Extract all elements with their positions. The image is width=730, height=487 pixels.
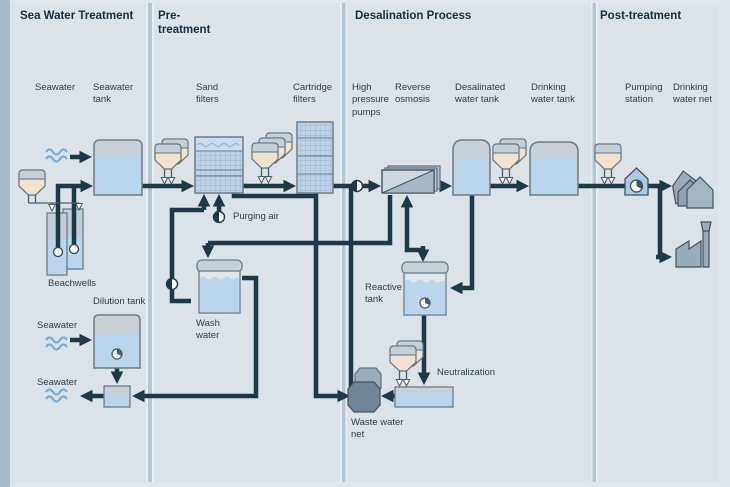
factory-icon — [675, 221, 712, 268]
label-wash-water: Wash water — [196, 318, 220, 342]
pipe-network — [56, 150, 673, 403]
dilution-tank-mixer-icon — [111, 348, 123, 360]
reactive-tank-mixer-icon — [419, 297, 431, 309]
dosing-hopper-beachwells — [18, 169, 83, 212]
label-neutralization: Neutralization — [437, 367, 496, 378]
seawater-wave-icon — [44, 388, 69, 403]
label-drinking-water-tank: Drinking water tank — [531, 82, 575, 106]
panel-divider — [146, 3, 154, 482]
label-dilution-tank: Dilution tank — [93, 296, 146, 307]
seawater-tank-icon — [93, 139, 143, 196]
section-title-pre-treatment: Pre- treatment — [158, 10, 211, 37]
wash-water-tank-icon — [196, 259, 243, 314]
dosing-hopper-pretreatment — [155, 138, 189, 184]
brine-mixing-box — [103, 385, 131, 408]
seawater-wave-icon — [44, 336, 69, 351]
waste-water-net-icon — [347, 367, 382, 413]
section-title-sea-water-treatment: Sea Water Treatment — [20, 10, 134, 22]
dosing-hopper-neutralization — [390, 340, 424, 386]
beachwell-pump-pipes — [55, 184, 77, 254]
label-reverse-osmosis: Reverse osmosis — [395, 82, 431, 106]
reverse-osmosis-unit — [381, 165, 441, 194]
seawater-wave-icon — [44, 148, 69, 163]
label-seawater-tank: Seawater tank — [93, 82, 134, 106]
label-desalinated-water-tank: Desalinated water tank — [455, 82, 506, 106]
section-title-post-treatment: Post-treatment — [600, 10, 682, 22]
label-cartridge-filters: Cartridge filters — [293, 82, 333, 106]
panel-divider — [591, 3, 598, 482]
label-reactive-tank: Reactive tank — [365, 282, 402, 306]
beachwell-pump-icon — [52, 246, 64, 258]
label-waste-water-net: Waste water net — [351, 417, 404, 441]
dosing-hopper-posttreatment — [595, 144, 621, 184]
dosing-hopper-desalinated — [493, 138, 527, 184]
sand-filter-icon — [194, 136, 244, 194]
label-beachwells: Beachwells — [48, 278, 97, 289]
label-seawater-bottom: Seawater — [37, 377, 78, 388]
desalinated-water-tank-icon — [452, 139, 491, 196]
purging-air-pump-icon — [212, 210, 226, 224]
drinking-water-tank-icon — [529, 141, 579, 196]
high-pressure-pump-icon — [350, 179, 364, 193]
label-seawater-mid: Seawater — [37, 320, 78, 331]
beachwell-pump-icon — [68, 243, 80, 255]
label-seawater: Seawater — [35, 82, 76, 93]
reactive-tank-icon — [401, 261, 449, 316]
wash-water-pump-icon — [165, 277, 179, 291]
section-title-desalination-process: Desalination Process — [355, 10, 472, 22]
neutralization-basin-icon — [394, 386, 454, 408]
label-high-pressure-pumps: High pressure pumps — [352, 82, 389, 118]
left-border-strip — [0, 0, 10, 487]
label-purging-air: Purging air — [233, 211, 279, 222]
dosing-hopper-cartridge — [252, 132, 293, 183]
label-drinking-water-net: Drinking water net — [673, 82, 713, 106]
label-pumping-station: Pumping station — [625, 82, 663, 106]
label-sand-filters: Sand filters — [196, 82, 219, 106]
cartridge-filter-icon — [296, 121, 334, 194]
dilution-tank-icon — [93, 314, 141, 369]
houses-icon — [672, 170, 714, 209]
pumping-station-icon — [624, 167, 649, 196]
